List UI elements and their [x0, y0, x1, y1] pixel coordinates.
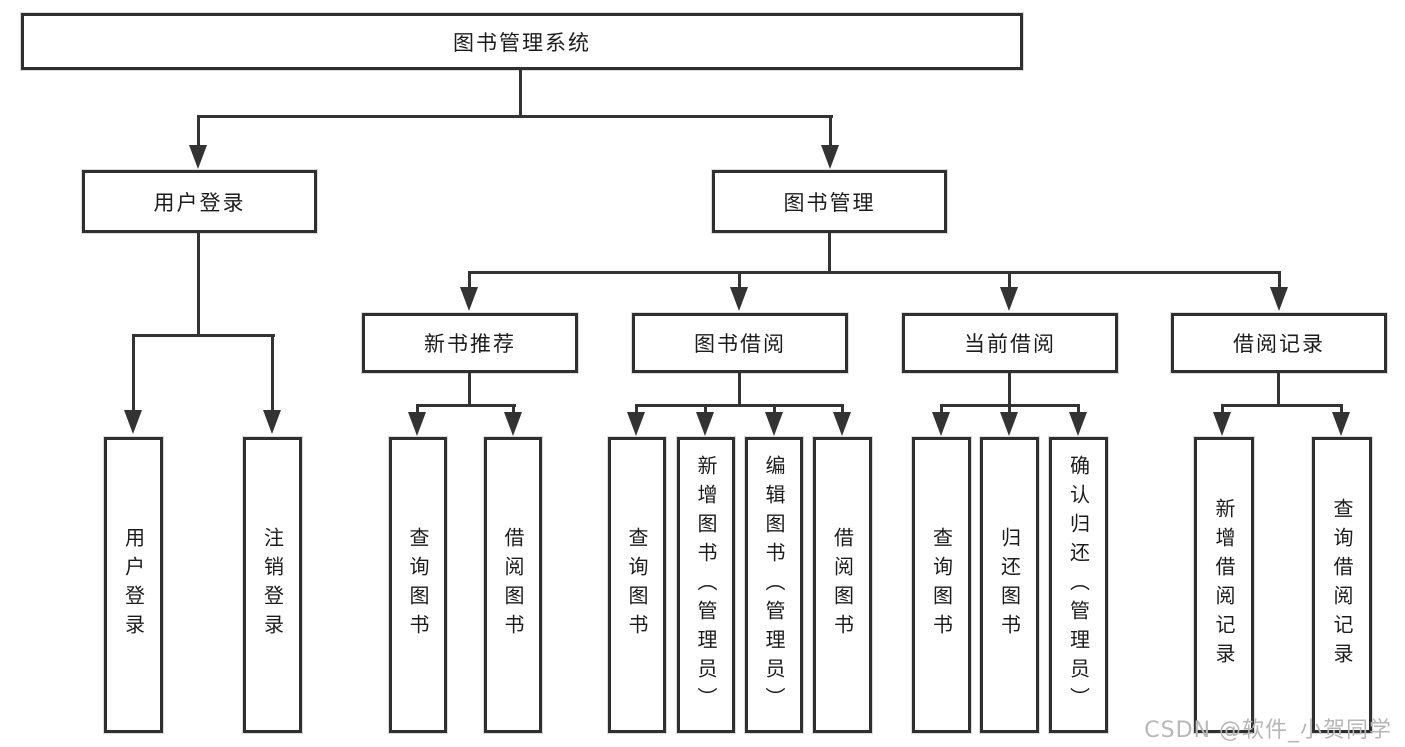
node-leaf-user-login: 用户登录 [104, 437, 163, 733]
connector-line [1008, 271, 1011, 289]
connector-line [1077, 404, 1080, 414]
connector-line [704, 404, 707, 414]
connector-line [829, 115, 832, 147]
connector-line [1340, 404, 1343, 414]
leaf-label: 查询借阅记录 [1330, 498, 1354, 672]
connector-line [132, 334, 135, 412]
leaf-label: 查询图书 [406, 527, 430, 643]
node-user-login-branch: 用户登录 [82, 170, 317, 233]
leaf-label: 查询图书 [625, 527, 649, 643]
connector-line [468, 372, 471, 406]
connector-line [940, 404, 943, 414]
node-book-borrow: 图书借阅 [632, 313, 848, 373]
arrow-down-icon [821, 145, 839, 169]
arrow-down-icon [627, 412, 645, 436]
leaf-label: 借阅图书 [501, 527, 525, 643]
leaf-label: 归还图书 [997, 527, 1022, 643]
leaf-label: 确认归还（管理员） [1066, 454, 1091, 716]
connector-line [512, 404, 515, 414]
node-book-management-branch: 图书管理 [712, 170, 947, 233]
arrow-down-icon [1069, 412, 1087, 436]
leaf-label: 用户登录 [121, 527, 146, 643]
connector-line [132, 334, 275, 337]
node-leaf-add-borrow-record: 新增借阅记录 [1194, 437, 1254, 733]
connector-line [519, 69, 522, 117]
connector-line [468, 271, 1281, 274]
arrow-down-icon [408, 412, 426, 436]
connector-line [773, 404, 776, 414]
connector-line [1008, 404, 1011, 414]
connector-line [197, 232, 200, 336]
node-root: 图书管理系统 [21, 13, 1023, 70]
arrow-down-icon [1270, 287, 1288, 311]
node-leaf-query-book-borrow: 查询图书 [608, 437, 666, 733]
connector-line [738, 271, 741, 289]
connector-line [635, 404, 844, 407]
arrow-down-icon [460, 287, 478, 311]
arrow-down-icon [1000, 412, 1018, 436]
node-current-borrow: 当前借阅 [902, 313, 1118, 373]
arrow-down-icon [504, 412, 522, 436]
arrow-down-icon [932, 412, 950, 436]
arrow-down-icon [189, 145, 207, 169]
node-leaf-query-book-current: 查询图书 [912, 437, 971, 733]
connector-line [841, 404, 844, 414]
connector-line [416, 404, 516, 407]
connector-line [1278, 271, 1281, 289]
arrow-down-icon [765, 412, 783, 436]
connector-line [197, 115, 200, 147]
connector-line [738, 372, 741, 406]
connector-line [197, 115, 833, 118]
arrow-down-icon [263, 410, 281, 434]
leaf-label: 查询图书 [929, 527, 954, 643]
connector-line [271, 334, 274, 412]
connector-line [828, 232, 831, 273]
node-leaf-edit-book-admin: 编辑图书（管理员） [745, 437, 803, 733]
arrow-down-icon [1332, 412, 1350, 436]
node-new-book-recommend: 新书推荐 [362, 313, 578, 373]
arrow-down-icon [696, 412, 714, 436]
leaf-label: 新增图书（管理员） [694, 454, 718, 716]
connector-line [1277, 372, 1280, 406]
node-leaf-logout: 注销登录 [243, 437, 302, 733]
arrow-down-icon [124, 410, 142, 434]
node-leaf-confirm-return-admin: 确认归还（管理员） [1049, 437, 1108, 733]
connector-line [1221, 404, 1343, 407]
watermark: CSDN @软件_小贺同学 [1144, 718, 1392, 743]
node-leaf-return-book: 归还图书 [980, 437, 1039, 733]
node-leaf-borrow-book: 借阅图书 [813, 437, 872, 733]
connector-line [635, 404, 638, 414]
connector-line [468, 271, 471, 289]
arrow-down-icon [730, 287, 748, 311]
node-leaf-query-borrow-record: 查询借阅记录 [1312, 437, 1372, 733]
leaf-label: 注销登录 [260, 527, 285, 643]
connector-line [1008, 372, 1011, 406]
connector-line [1221, 404, 1224, 414]
node-leaf-borrow-book-recommend: 借阅图书 [484, 437, 542, 733]
node-leaf-add-book-admin: 新增图书（管理员） [677, 437, 735, 733]
node-borrow-records: 借阅记录 [1171, 313, 1387, 373]
arrow-down-icon [1000, 287, 1018, 311]
leaf-label: 新增借阅记录 [1212, 498, 1236, 672]
arrow-down-icon [1213, 412, 1231, 436]
node-leaf-query-book-recommend: 查询图书 [389, 437, 447, 733]
leaf-label: 借阅图书 [830, 527, 855, 643]
leaf-label: 编辑图书（管理员） [762, 454, 786, 716]
arrow-down-icon [833, 412, 851, 436]
connector-line [416, 404, 419, 414]
